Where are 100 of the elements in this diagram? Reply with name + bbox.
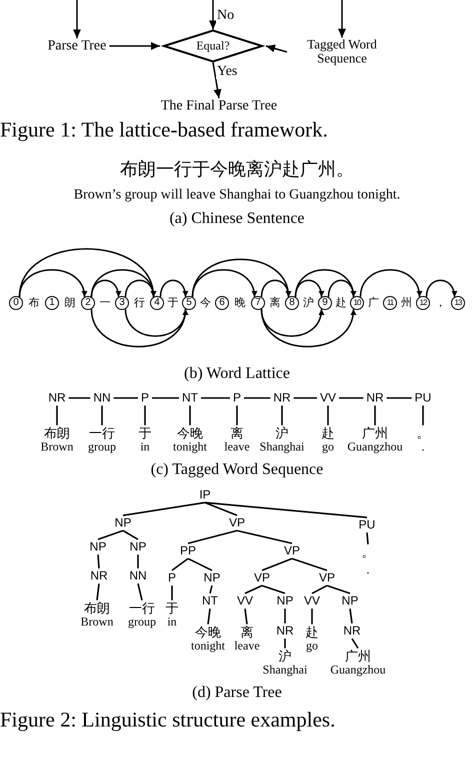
connector-line (422, 406, 424, 426)
edge-label: Yes (216, 64, 238, 80)
english-gloss: . (366, 564, 370, 577)
tree-branch (204, 502, 368, 518)
arrow (124, 280, 156, 297)
tree-branch (311, 608, 313, 624)
tree-node-label: IP (199, 488, 211, 502)
chinese-word: 。 (416, 426, 430, 441)
tree-branch (188, 530, 238, 544)
arrow (192, 258, 290, 298)
chinese-word: 沪 (278, 649, 292, 664)
lattice-character: ， (435, 296, 446, 310)
tree-branch (244, 608, 248, 624)
connector-line (201, 397, 230, 399)
lattice-node: 5 (182, 296, 196, 310)
lattice-character: 沪 (303, 296, 314, 310)
chinese-word: 布朗 (43, 426, 71, 441)
arrow (294, 280, 324, 297)
arrow (73, 0, 81, 38)
chinese-word: 一行 (128, 601, 156, 616)
arrow (260, 308, 356, 348)
connector-line (374, 406, 376, 426)
lattice-character: 布 (28, 296, 40, 310)
chinese-word: 离 (230, 426, 244, 441)
pos-tag: NR (366, 391, 384, 405)
pos-tag: P (233, 391, 241, 405)
arrow (260, 280, 291, 297)
lattice-node: 8 (285, 296, 299, 310)
english-gloss: group (128, 616, 156, 629)
chinese-word: 今晚 (176, 426, 204, 441)
tree-node-label: NP (90, 540, 106, 554)
chinese-word: 赴 (306, 625, 318, 640)
chinese-word: 。 (362, 545, 374, 560)
chinese-word: 离 (240, 625, 254, 640)
tree-branch (292, 558, 328, 572)
tree-branch (312, 584, 328, 594)
connector-line (327, 406, 329, 426)
english-gloss: Guangzhou (347, 440, 403, 454)
connector-line (144, 406, 146, 426)
arrow (18, 248, 156, 298)
chinese-word: 赴 (322, 426, 334, 441)
tree-node-label: VP (319, 571, 335, 585)
sentence: 布朗一行于今晚离沪赴广州。 (120, 160, 354, 180)
arrow (18, 269, 87, 298)
arrow (294, 269, 356, 298)
tree-branch (209, 585, 213, 594)
tree-node-label: NP (342, 594, 358, 608)
connector-line (68, 397, 90, 399)
subfigure-caption: (d) Parse Tree (192, 684, 282, 702)
lattice-character: 晚 (234, 296, 246, 310)
tree-branch (351, 638, 359, 649)
tree-node-label: PP (180, 544, 196, 558)
connector-line (236, 406, 238, 426)
lattice-character: 行 (134, 296, 145, 310)
tree-branch (171, 586, 173, 600)
chinese-word: 沪 (274, 426, 290, 441)
connector-line (281, 406, 283, 426)
pos-tag: PU (414, 391, 432, 405)
arrow (90, 269, 156, 298)
tree-branch (188, 558, 212, 572)
english-gloss: in (166, 616, 178, 629)
tree-node-label: VP (254, 571, 270, 585)
lattice-node: 6 (215, 296, 229, 310)
lattice-character: 离 (270, 296, 280, 310)
tree-node-label: NR (343, 624, 361, 638)
arrow (266, 44, 288, 53)
flow-label: The Final Parse Tree (160, 98, 278, 114)
tree-node-label: NP (130, 540, 146, 554)
arrow (209, 0, 217, 30)
tree-branch (284, 638, 286, 648)
tree-branch (244, 584, 262, 594)
connector-line (152, 397, 179, 399)
tree-node-label: NN (129, 569, 147, 583)
subfigure-caption: (a) Chinese Sentence (169, 210, 305, 228)
decision-diamond: Equal? (163, 30, 263, 62)
lattice-character: 州 (401, 296, 412, 310)
arrow (109, 42, 160, 50)
english-gloss: Brown (40, 440, 74, 454)
tree-branch (236, 530, 292, 544)
tree-branch (262, 584, 286, 594)
tree-branch (137, 554, 139, 568)
connector-line (101, 406, 103, 426)
flow-label: Tagged Word Sequence (290, 38, 394, 66)
chinese-word: 于 (138, 426, 152, 441)
lattice-node: 10 (350, 296, 364, 310)
english-gloss: tonight (191, 640, 225, 653)
arrow (338, 0, 346, 38)
arrow (260, 308, 324, 337)
lattice-node: 4 (150, 296, 164, 310)
tree-branch (326, 584, 350, 594)
edge-label: No (216, 8, 236, 24)
chinese-word: 广州 (344, 649, 372, 664)
tree-branch (122, 530, 138, 540)
tree-branch (96, 584, 100, 600)
translation: Brown’s group will leave Shanghai to Guangzhou tonight. (74, 187, 400, 203)
english-gloss: Shanghai (260, 440, 304, 454)
tree-node-label: NP (204, 571, 220, 585)
lattice-character: 一 (100, 296, 110, 310)
lattice-node: 0 (9, 296, 23, 310)
chinese-word: 布朗 (83, 601, 111, 616)
